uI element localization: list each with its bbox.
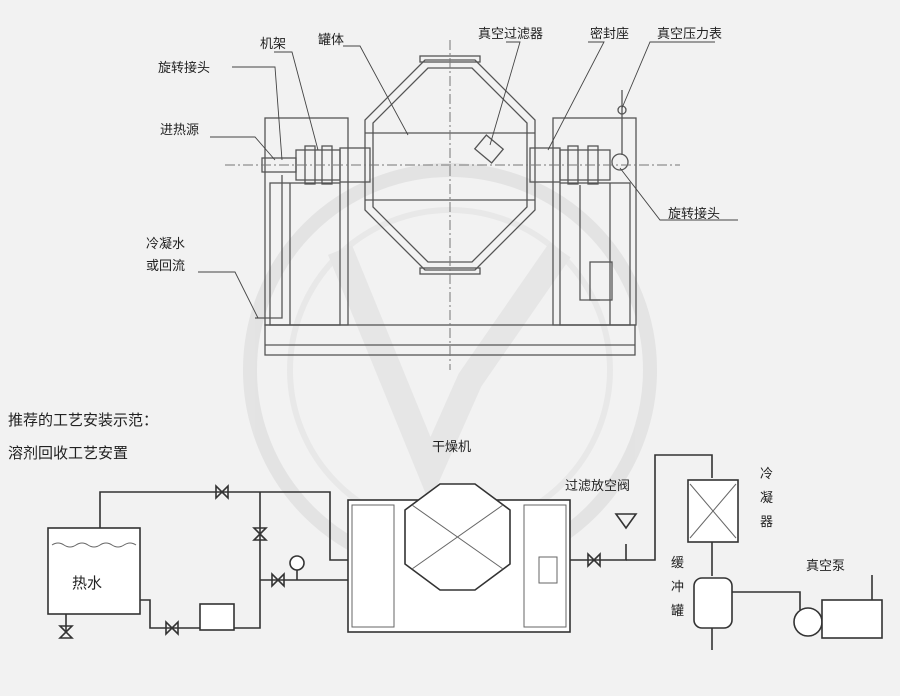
label-heat-source: 进热源 xyxy=(160,123,199,138)
label-buffer-tank: 缓冲罐 xyxy=(671,556,684,619)
label-seal-seat: 密封座 xyxy=(590,26,629,42)
label-frame: 机架 xyxy=(260,37,286,52)
label-condensate-1: 冷凝水 xyxy=(146,236,185,252)
buffer-tank xyxy=(693,577,733,629)
vacuum-pump xyxy=(793,607,823,637)
process-flow xyxy=(47,454,883,650)
label-vacuum-filter: 真空过滤器 xyxy=(478,27,543,42)
section-solvent: 溶剂回收工艺安置 xyxy=(8,444,128,462)
section-recommend: 推荐的工艺安装示范： xyxy=(8,411,158,429)
label-filter-vent-valve: 过滤放空阀 xyxy=(565,479,630,494)
label-tank: 罐体 xyxy=(318,33,344,48)
label-hot-water: 热水 xyxy=(72,574,102,592)
leader-lines xyxy=(198,41,738,319)
right-frame xyxy=(552,117,637,326)
dryer-front-view xyxy=(225,40,680,370)
label-condensate-2: 或回流 xyxy=(146,259,185,274)
label-rotary-joint-left: 旋转接头 xyxy=(158,60,210,76)
label-dryer: 干燥机 xyxy=(432,440,471,455)
label-rotary-joint-right: 旋转接头 xyxy=(668,206,720,222)
tank-body xyxy=(364,59,536,271)
hot-water-tank xyxy=(47,527,141,615)
label-condenser: 冷凝器 xyxy=(760,467,773,530)
label-vacuum-gauge: 真空压力表 xyxy=(657,27,722,42)
label-vacuum-pump: 真空泵 xyxy=(806,559,845,574)
